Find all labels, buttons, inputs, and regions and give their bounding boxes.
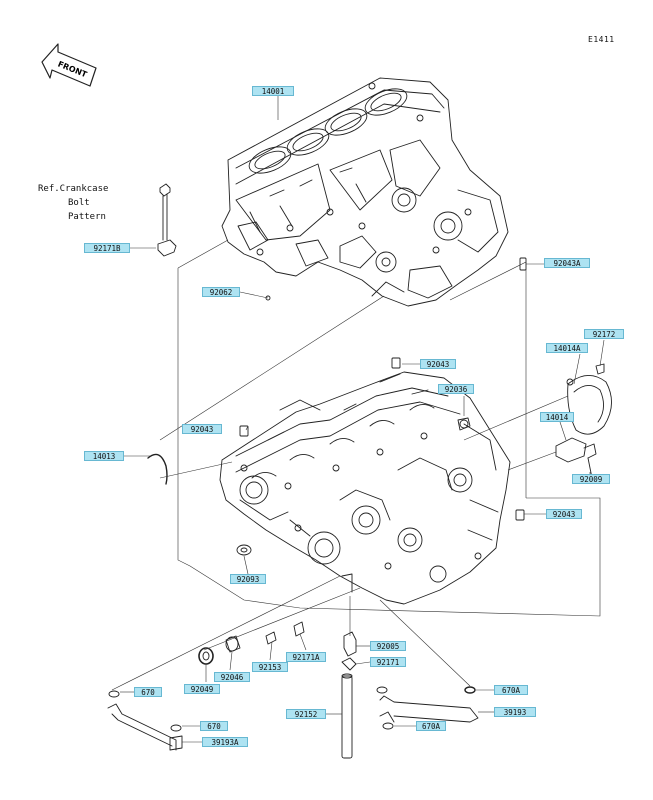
callout-670[interactable]: 670 (134, 687, 162, 697)
callout-92171[interactable]: 92171 (370, 657, 406, 667)
seal-92093 (236, 544, 252, 556)
callout-92043-right[interactable]: 92043 (546, 509, 582, 519)
callout-92009[interactable]: 92009 (572, 474, 610, 484)
callout-92043a[interactable]: 92043A (544, 258, 590, 268)
callout-92152[interactable]: 92152 (286, 709, 326, 719)
reference-note: Ref.Crankcase Bolt Pattern (38, 182, 134, 224)
leader-lines (111, 96, 605, 743)
callout-92153[interactable]: 92153 (252, 662, 288, 672)
lower-small-parts (107, 621, 479, 759)
callout-92171a[interactable]: 92171A (286, 652, 326, 662)
callout-39193[interactable]: 39193 (494, 707, 536, 717)
callout-14014a[interactable]: 14014A (546, 343, 588, 353)
callout-14014[interactable]: 14014 (540, 412, 574, 422)
callout-92046[interactable]: 92046 (214, 672, 250, 682)
dowel-pins (239, 257, 527, 521)
reference-note-line3: Pattern (68, 212, 106, 222)
callout-92062[interactable]: 92062 (202, 287, 240, 297)
diagram-id: E1411 (588, 35, 615, 44)
callout-670a-lower[interactable]: 670A (416, 721, 446, 731)
oil-seal-arc (147, 453, 168, 485)
callout-670a-right[interactable]: 670A (494, 685, 528, 695)
reference-note-line2: Bolt (68, 198, 90, 208)
crankcase-cover (566, 363, 612, 435)
upper-crankcase (221, 77, 509, 307)
callout-92036[interactable]: 92036 (438, 384, 474, 394)
front-arrow-icon (41, 43, 97, 87)
callout-39193a[interactable]: 39193A (202, 737, 248, 747)
callout-670-lower[interactable]: 670 (200, 721, 228, 731)
callout-14013[interactable]: 14013 (84, 451, 124, 461)
callout-92049[interactable]: 92049 (184, 684, 220, 694)
callout-92043-top[interactable]: 92043 (420, 359, 456, 369)
crankcase-bolt (157, 183, 177, 257)
reference-note-line1: Ref.Crankcase (38, 184, 109, 194)
callout-92171b[interactable]: 92171B (84, 243, 130, 253)
lower-crankcase (219, 371, 511, 605)
callout-92043-left[interactable]: 92043 (182, 424, 222, 434)
callout-92172[interactable]: 92172 (584, 329, 624, 339)
callout-14001[interactable]: 14001 (252, 86, 294, 96)
callout-92093[interactable]: 92093 (230, 574, 266, 584)
callout-92005[interactable]: 92005 (370, 641, 406, 651)
